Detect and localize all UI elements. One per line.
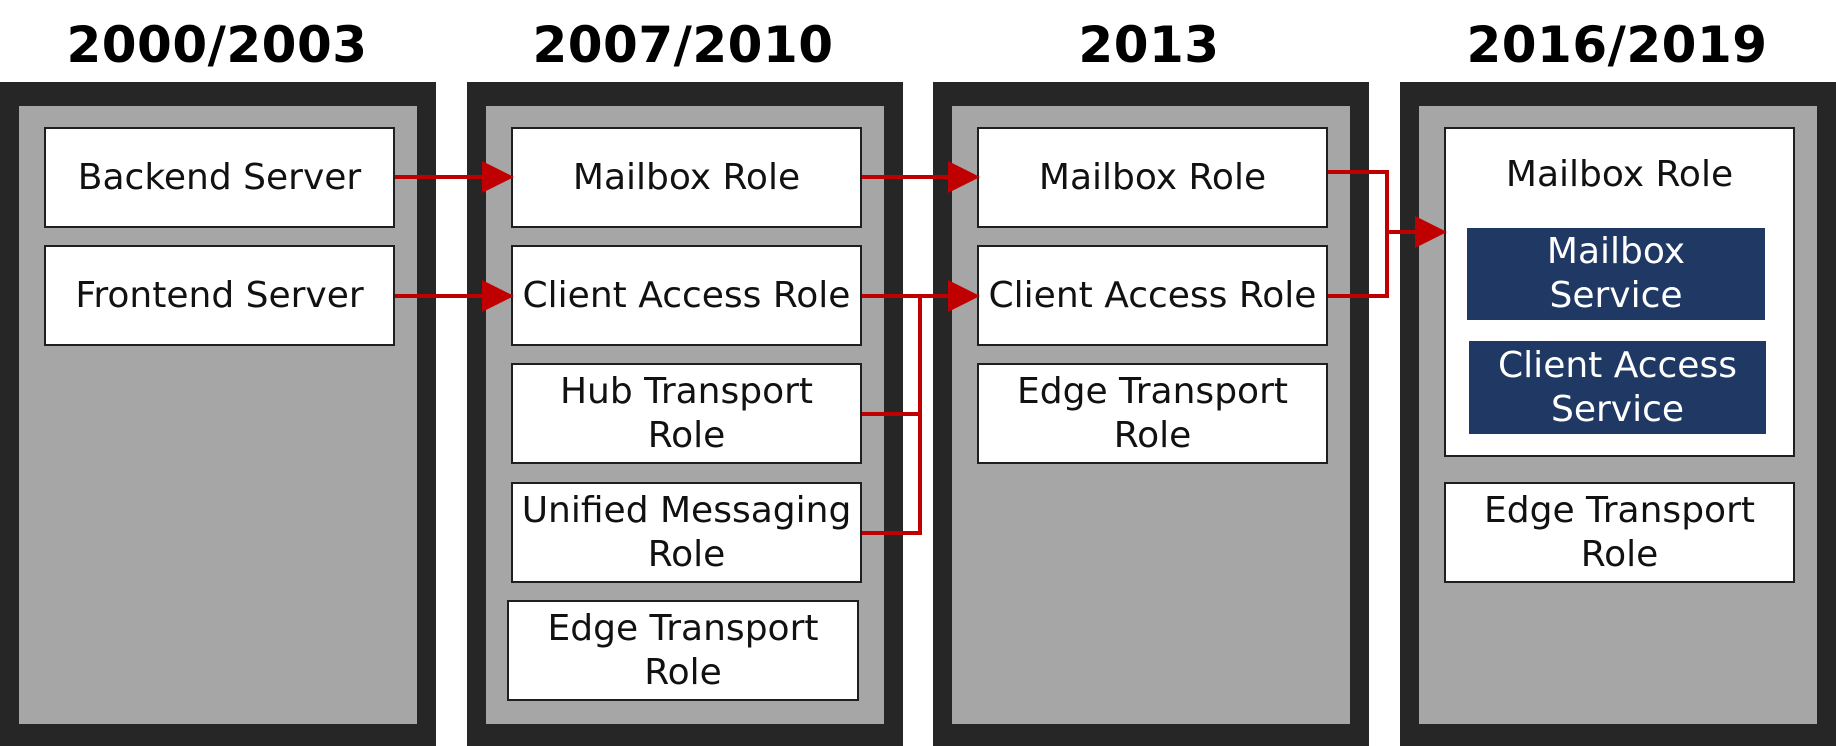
edge-transport-role-box: Edge Transport Role [1444,482,1795,583]
column-title-2000-2003: 2000/2003 [66,16,368,74]
column-title-2007-2010: 2007/2010 [532,16,834,74]
client-access-role-box: Client Access Role [977,245,1328,346]
mailbox-role-box: Mailbox Role [511,127,862,228]
mailbox-role-label: Mailbox Role [1505,154,1734,195]
column-title-2013: 2013 [1078,16,1220,74]
edge-transport-role-box: Edge Transport Role [977,363,1328,464]
edge-transport-role-box: Edge Transport Role [507,600,859,701]
unified-messaging-role-box: Unified Messaging Role [511,482,862,583]
mailbox-service-box: Mailbox Service [1467,228,1765,320]
mailbox-role-box: Mailbox Role [977,127,1328,228]
column-title-2016-2019: 2016/2019 [1466,16,1768,74]
client-access-service-box: Client Access Service [1469,341,1766,434]
hub-transport-role-box: Hub Transport Role [511,363,862,464]
frontend-server-box: Frontend Server [44,245,395,346]
client-access-role-box: Client Access Role [511,245,862,346]
backend-server-box: Backend Server [44,127,395,228]
